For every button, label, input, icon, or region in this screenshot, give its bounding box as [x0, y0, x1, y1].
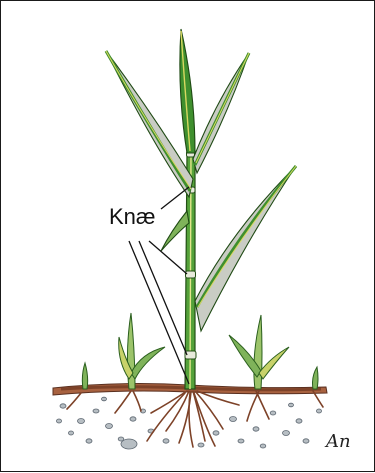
node-label: Knæ [109, 206, 155, 228]
leaves [106, 29, 296, 331]
artist-signature: An [326, 431, 351, 452]
